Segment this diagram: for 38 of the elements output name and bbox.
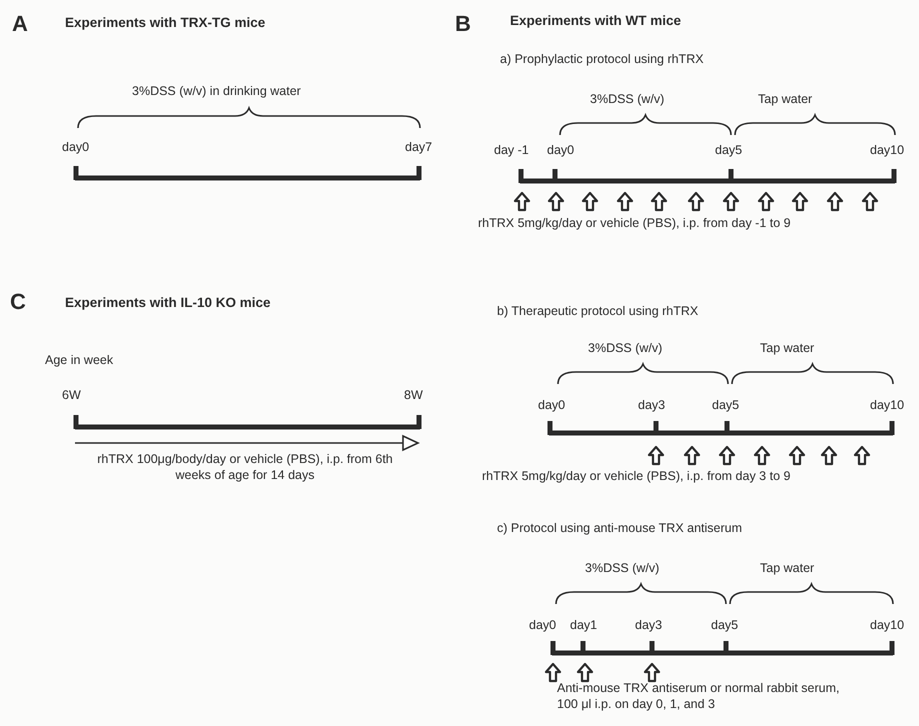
annotation-text: 8W xyxy=(404,388,423,404)
annotation-text: 6W xyxy=(62,388,81,404)
annotation-text: Age in week xyxy=(45,353,114,369)
annotation-text: b) Therapeutic protocol using rhTRX xyxy=(497,304,698,320)
annotation-text: day5 xyxy=(715,143,742,159)
annotation-text: day3 xyxy=(635,618,662,634)
annotation-text: Tap water xyxy=(758,92,812,108)
annotation-text: Anti-mouse TRX antiserum or normal rabbit serum, 100 μl i.p. on day 0, 1, and 3 xyxy=(557,681,841,712)
annotation-text: rhTRX 100μg/body/day or vehicle (PBS), i.p. from 6th weeks of age for 14 days xyxy=(96,452,394,484)
panel-letter: C xyxy=(10,288,26,316)
annotation-text: day10 xyxy=(870,398,904,414)
annotation-text: day1 xyxy=(570,618,598,634)
annotation-text: rhTRX 5mg/kg/day or vehicle (PBS), i.p. from day -1 to 9 xyxy=(478,216,791,232)
annotation-text: day -1 xyxy=(494,143,529,159)
annotation-text: day0 xyxy=(62,140,90,156)
panel-title: Experiments with IL-10 KO mice xyxy=(65,295,271,312)
panel-title: Experiments with TRX-TG mice xyxy=(65,15,266,32)
annotation-text: 3%DSS (w/v) xyxy=(590,92,664,108)
annotation-text: day3 xyxy=(638,398,666,414)
annotation-text: day7 xyxy=(405,140,432,156)
panel-title: Experiments with WT mice xyxy=(510,13,682,30)
annotation-text: day5 xyxy=(712,398,740,414)
annotation-text: 3%DSS (w/v) xyxy=(588,341,662,357)
annotation-text: day0 xyxy=(538,398,566,414)
annotation-text: day0 xyxy=(547,143,574,159)
annotation-text: Tap water xyxy=(760,561,814,577)
annotation-text: rhTRX 5mg/kg/day or vehicle (PBS), i.p. from day 3 to 9 xyxy=(482,469,790,485)
annotation-text: c) Protocol using anti-mouse TRX antiserum xyxy=(497,521,742,537)
panel-letter: A xyxy=(12,10,28,38)
annotation-text: day10 xyxy=(870,618,904,634)
annotation-text: day0 xyxy=(529,618,556,634)
annotation-text: 3%DSS (w/v) xyxy=(585,561,660,577)
annotation-text: day10 xyxy=(870,143,904,159)
annotation-text: Tap water xyxy=(760,341,814,357)
annotation-text: day5 xyxy=(711,618,738,634)
annotation-text: 3%DSS (w/v) in drinking water xyxy=(132,84,301,100)
panel-letter: B xyxy=(455,10,471,38)
annotation-text: a) Prophylactic protocol using rhTRX xyxy=(500,52,704,68)
